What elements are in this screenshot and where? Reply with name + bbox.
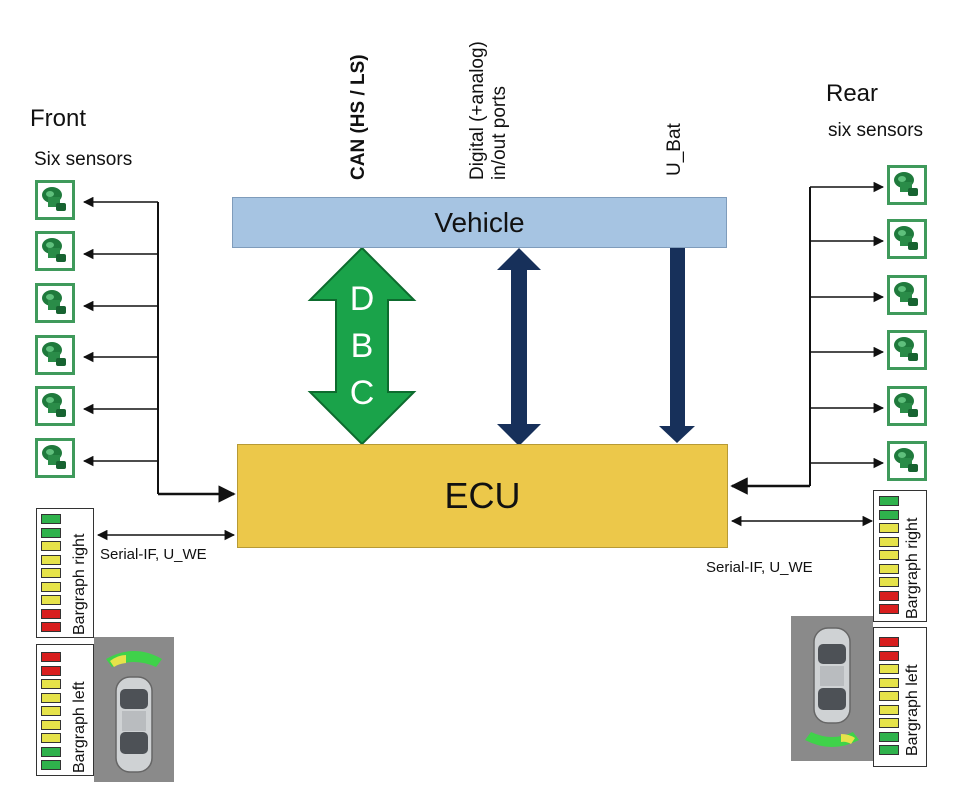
bargraph-segment <box>41 679 61 689</box>
dbc-letter-d: D <box>349 280 375 318</box>
bargraph-segment <box>879 731 899 742</box>
bargraph-segment <box>41 665 61 676</box>
bargraph-segment <box>41 595 61 605</box>
ubat-arrow <box>659 248 695 443</box>
front-car-image <box>94 637 174 782</box>
bargraph-label: Bargraph right <box>71 533 88 635</box>
rear-subtitle: six sensors <box>828 120 924 141</box>
bargraph-segment <box>41 733 61 743</box>
bargraph-segment <box>879 604 899 614</box>
dbc-letter-b: B <box>350 327 374 365</box>
serial-if-right-label: Serial-IF, U_WE <box>706 559 813 576</box>
rear-sensor <box>887 275 927 315</box>
serial-if-left-label: Serial-IF, U_WE <box>100 546 207 563</box>
bargraph-segment <box>879 718 899 728</box>
bargraph-segment <box>879 509 899 520</box>
bargraph-label: Bargraph left <box>904 664 921 756</box>
digital-io-arrow <box>497 248 541 446</box>
bargraph-segment <box>879 590 899 601</box>
bargraph-label: Bargraph left <box>71 681 88 773</box>
front-sensor <box>35 180 75 220</box>
front-sensor <box>35 438 75 478</box>
front-sensor-links <box>82 196 158 467</box>
bargraph-segment <box>879 550 899 560</box>
bargraph-segment <box>41 622 61 632</box>
rear-sensor-links <box>810 181 885 469</box>
front-right-bargraph: Bargraph right <box>36 508 94 638</box>
bargraph-label: Bargraph right <box>904 517 921 619</box>
front-left-bargraph: Bargraph left <box>36 644 94 776</box>
front-sensor <box>35 283 75 323</box>
bargraph-segment <box>41 706 61 716</box>
bargraph-segment <box>879 691 899 701</box>
bargraph-segment <box>879 637 899 647</box>
bargraph-segment <box>41 554 61 565</box>
bargraph-segment <box>41 608 61 619</box>
bargraph-segment <box>41 652 61 662</box>
bargraph-segment <box>41 527 61 538</box>
rear-title: Rear <box>826 80 879 107</box>
bargraph-segment <box>879 664 899 674</box>
rear-sensor <box>887 441 927 481</box>
bargraph-segment <box>41 541 61 551</box>
front-title: Front <box>30 105 87 132</box>
bargraph-segment <box>879 536 899 547</box>
rear-sensor <box>887 330 927 370</box>
rear-sensor <box>887 219 927 259</box>
vehicle-box: Vehicle <box>232 197 727 248</box>
bargraph-segment <box>41 692 61 703</box>
bargraph-segment <box>879 523 899 533</box>
rear-car-image <box>791 616 873 761</box>
bargraph-segment <box>41 581 61 592</box>
dbc-letter-c: C <box>349 374 375 412</box>
bargraph-segment <box>879 704 899 715</box>
rear-left-bargraph: Bargraph left <box>873 627 927 767</box>
bargraph-segment <box>879 677 899 688</box>
bargraph-segment <box>41 746 61 757</box>
ecu-box: ECU <box>237 444 728 548</box>
rear-right-bargraph: Bargraph right <box>873 490 927 622</box>
rear-sensor <box>887 165 927 205</box>
bargraph-segment <box>879 650 899 661</box>
vehicle-label: Vehicle <box>434 206 525 238</box>
bargraph-segment <box>879 577 899 587</box>
front-subtitle: Six sensors <box>34 149 133 170</box>
bargraph-segment <box>41 760 61 770</box>
bargraph-segment <box>41 719 61 730</box>
bargraph-segment <box>879 496 899 506</box>
bargraph-segment <box>41 568 61 578</box>
rear-sensor <box>887 386 927 426</box>
bargraph-segment <box>879 745 899 755</box>
bargraph-segment <box>879 563 899 574</box>
ecu-label: ECU <box>444 475 521 516</box>
front-sensor <box>35 386 75 426</box>
front-sensor <box>35 231 75 271</box>
bargraph-segment <box>41 514 61 524</box>
front-sensor <box>35 335 75 375</box>
